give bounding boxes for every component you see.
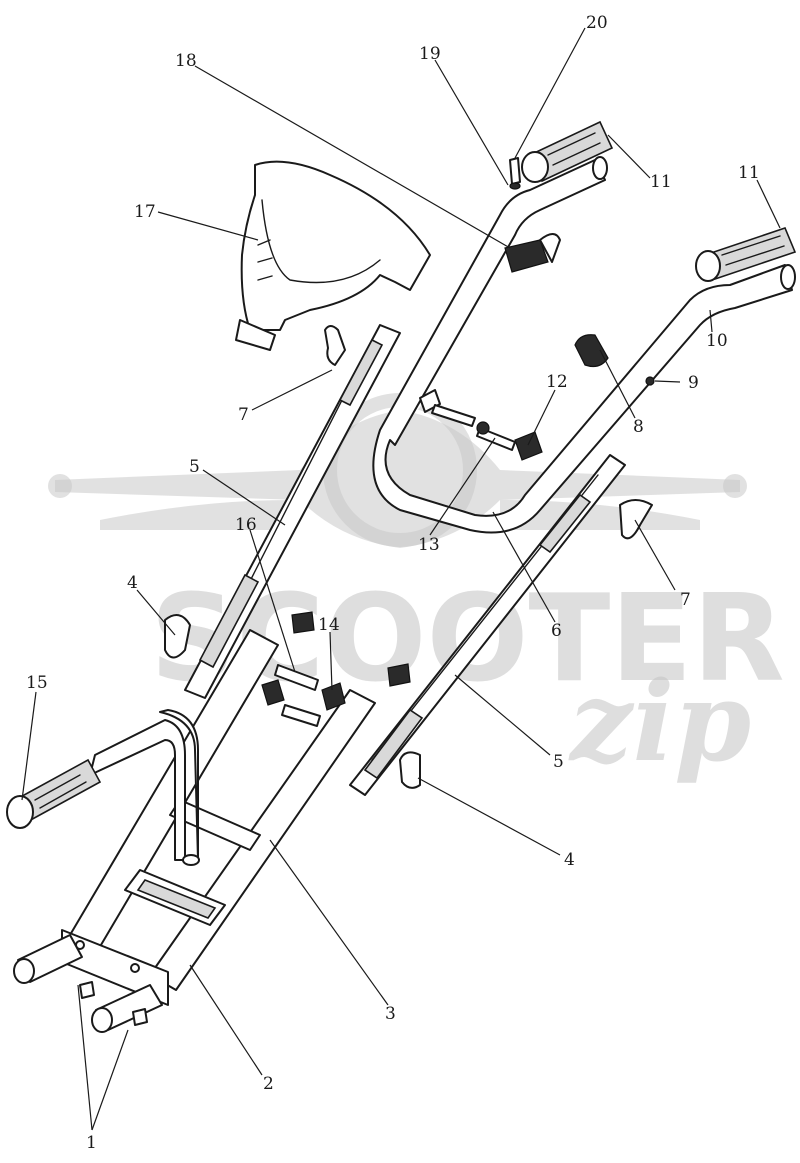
callout-8: 8 bbox=[633, 417, 644, 437]
callout-15: 15 bbox=[26, 673, 48, 693]
cover-17 bbox=[235, 160, 431, 351]
left-slide-tube bbox=[184, 324, 401, 699]
callout-3: 3 bbox=[385, 1004, 396, 1024]
callout-19: 19 bbox=[419, 44, 441, 64]
watermark: SCOOTER zip bbox=[48, 393, 785, 786]
callout-16: 16 bbox=[235, 515, 257, 535]
callout-9: 9 bbox=[688, 373, 699, 393]
callout-7-left: 7 bbox=[238, 405, 249, 425]
callout-1: 1 bbox=[86, 1133, 97, 1153]
callout-4-left: 4 bbox=[127, 573, 138, 593]
grip-11-right bbox=[695, 227, 797, 282]
callout-10: 10 bbox=[706, 331, 728, 351]
callout-labels: 20 19 18 17 11 11 10 9 8 12 7 7 5 5 13 1… bbox=[26, 13, 760, 1153]
callout-14: 14 bbox=[318, 615, 340, 635]
watermark-script: zip bbox=[568, 657, 751, 786]
callout-11-left: 11 bbox=[650, 172, 672, 192]
leader-lines bbox=[21, 27, 781, 1131]
hardware bbox=[164, 157, 655, 789]
callout-2: 2 bbox=[263, 1074, 274, 1094]
callout-5-left: 5 bbox=[189, 457, 200, 477]
callout-4-right: 4 bbox=[564, 850, 575, 870]
callout-6: 6 bbox=[551, 621, 562, 641]
callout-17: 17 bbox=[134, 202, 156, 222]
upper-handlebar-frame bbox=[372, 156, 796, 534]
callout-11-right: 11 bbox=[738, 163, 760, 183]
callout-13: 13 bbox=[418, 535, 440, 555]
lower-frame bbox=[6, 629, 376, 1033]
right-slide-tube bbox=[349, 454, 626, 796]
callout-12: 12 bbox=[546, 372, 568, 392]
callout-18: 18 bbox=[175, 51, 197, 71]
callout-7-right: 7 bbox=[680, 590, 691, 610]
callout-20: 20 bbox=[586, 13, 608, 33]
callout-5-right: 5 bbox=[553, 752, 564, 772]
grip-11-left bbox=[521, 120, 614, 183]
